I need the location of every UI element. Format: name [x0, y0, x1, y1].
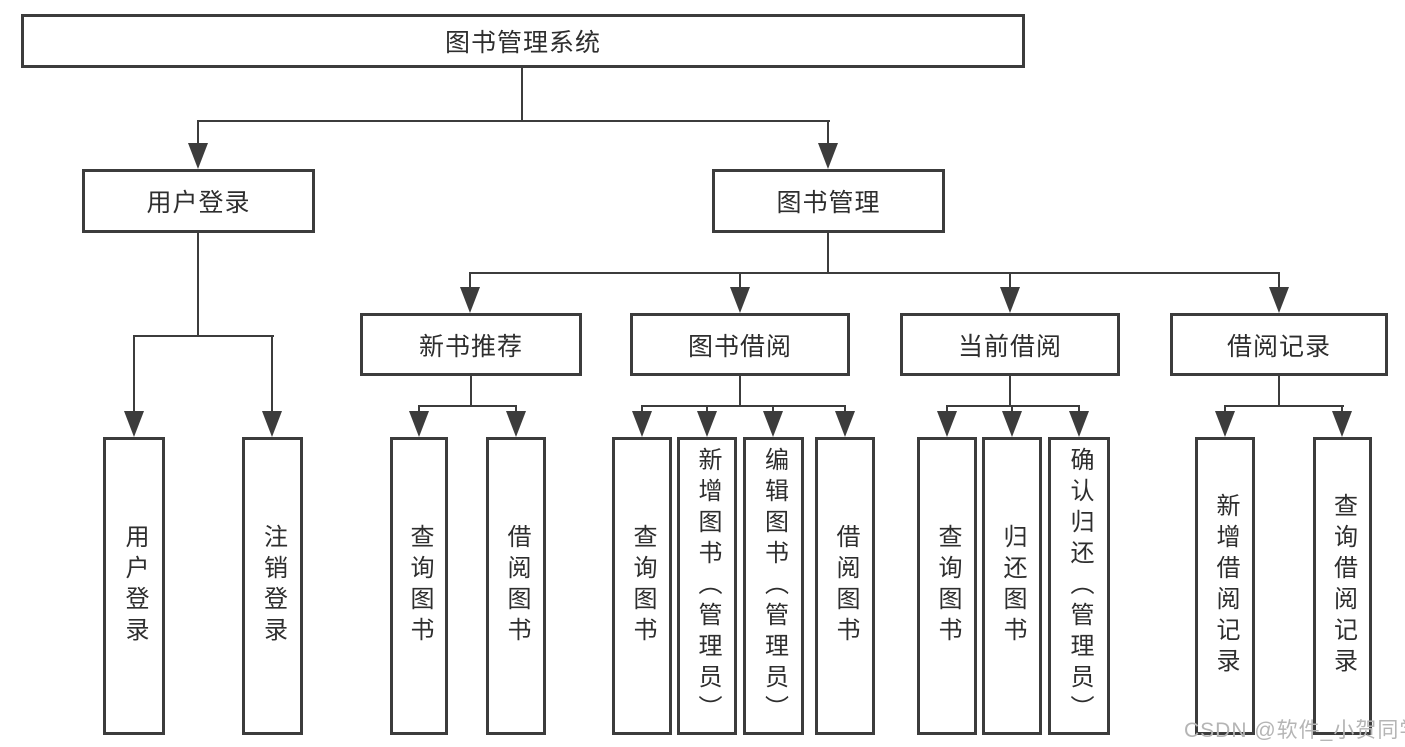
node-edit-book-admin: 编辑图书（管理员） — [743, 437, 804, 735]
connector-vline — [827, 120, 829, 148]
arrow-down-icon — [460, 287, 480, 313]
node-label: 编辑图书（管理员） — [760, 446, 788, 726]
node-label: 新书推荐 — [418, 332, 523, 361]
connector-vline — [844, 405, 846, 413]
node-user-login-leaf: 用户登录 — [103, 437, 165, 735]
arrow-down-icon — [1215, 411, 1235, 437]
connector-vline — [521, 68, 523, 122]
connector-vline — [1078, 405, 1080, 413]
connector-vline — [418, 405, 420, 413]
node-label: 确认归还（管理员） — [1066, 446, 1093, 726]
node-new-book-recommendation: 新书推荐 — [360, 313, 582, 376]
arrow-down-icon — [262, 411, 282, 437]
node-return-books: 归还图书 — [982, 437, 1042, 735]
arrow-down-icon — [937, 411, 957, 437]
node-label: 当前借阅 — [957, 332, 1062, 361]
arrow-down-icon — [818, 143, 838, 169]
node-book-borrowing: 图书借阅 — [630, 313, 850, 376]
connector-vline — [1009, 376, 1011, 407]
arrow-down-icon — [124, 411, 144, 437]
node-user-login: 用户登录 — [82, 169, 315, 233]
arrow-down-icon — [697, 411, 717, 437]
node-label: 新增图书（管理员） — [694, 446, 721, 726]
node-label: 图书管理 — [776, 189, 881, 217]
connector-vline — [515, 405, 517, 413]
arrow-down-icon — [730, 287, 750, 313]
node-borrow-books-recommend: 借阅图书 — [486, 437, 546, 735]
node-add-book-admin: 新增图书（管理员） — [677, 437, 737, 735]
node-query-books-current: 查询图书 — [917, 437, 977, 735]
connector-hline — [418, 405, 517, 407]
connector-vline — [1278, 272, 1280, 289]
arrow-down-icon — [506, 411, 526, 437]
connector-vline — [271, 335, 273, 413]
connector-vline — [1341, 405, 1343, 413]
node-current-borrowing: 当前借阅 — [900, 313, 1120, 376]
node-query-borrow-record: 查询借阅记录 — [1313, 437, 1372, 735]
node-label: 归还图书 — [999, 524, 1026, 648]
connector-vline — [827, 233, 829, 274]
connector-vline — [772, 405, 774, 413]
node-add-borrow-record: 新增借阅记录 — [1195, 437, 1255, 735]
node-label: 查询图书 — [629, 524, 656, 648]
connector-vline — [739, 376, 741, 407]
node-label: 图书借阅 — [687, 332, 792, 361]
connector-hline — [641, 405, 846, 407]
connector-vline — [641, 405, 643, 413]
connector-hline — [133, 335, 274, 337]
connector-vline — [197, 120, 199, 148]
csdn-watermark: CSDN @软件_小贺同学 — [1184, 719, 1405, 742]
arrow-down-icon — [1332, 411, 1352, 437]
node-label: 借阅记录 — [1226, 332, 1331, 361]
node-label: 查询图书 — [934, 524, 961, 648]
connector-vline — [1278, 376, 1280, 407]
connector-vline — [470, 376, 472, 407]
connector-hline — [469, 272, 1280, 274]
node-borrow-books: 借阅图书 — [815, 437, 875, 735]
connector-vline — [469, 272, 471, 289]
node-library-management-system: 图书管理系统 — [21, 14, 1025, 68]
arrow-down-icon — [1002, 411, 1022, 437]
node-borrowing-records: 借阅记录 — [1170, 313, 1388, 376]
connector-vline — [739, 272, 741, 289]
node-label: 借阅图书 — [832, 524, 859, 648]
arrow-down-icon — [1000, 287, 1020, 313]
node-logout: 注销登录 — [242, 437, 303, 735]
connector-vline — [706, 405, 708, 413]
connector-vline — [197, 233, 199, 337]
connector-vline — [1224, 405, 1226, 413]
arrow-down-icon — [763, 411, 783, 437]
connector-vline — [133, 335, 135, 413]
node-book-management: 图书管理 — [712, 169, 945, 233]
node-label: 用户登录 — [146, 189, 251, 217]
connector-vline — [1011, 405, 1013, 413]
connector-hline — [1224, 405, 1344, 407]
arrow-down-icon — [1269, 287, 1289, 313]
arrow-down-icon — [1069, 411, 1089, 437]
connector-vline — [946, 405, 948, 413]
node-label: 用户登录 — [121, 524, 148, 648]
node-query-books-recommend: 查询图书 — [390, 437, 448, 735]
node-label: 借阅图书 — [503, 524, 530, 648]
node-label: 新增借阅记录 — [1212, 493, 1239, 679]
arrow-down-icon — [632, 411, 652, 437]
node-label: 图书管理系统 — [444, 29, 601, 57]
node-label: 注销登录 — [259, 524, 287, 648]
node-label: 查询图书 — [406, 524, 433, 648]
node-label: 查询借阅记录 — [1329, 493, 1357, 679]
connector-vline — [1009, 272, 1011, 289]
node-query-books-borrowing: 查询图书 — [612, 437, 672, 735]
arrow-down-icon — [188, 143, 208, 169]
connector-hline — [197, 120, 830, 122]
connector-hline — [946, 405, 1080, 407]
node-confirm-return-admin: 确认归还（管理员） — [1048, 437, 1110, 735]
arrow-down-icon — [835, 411, 855, 437]
arrow-down-icon — [409, 411, 429, 437]
